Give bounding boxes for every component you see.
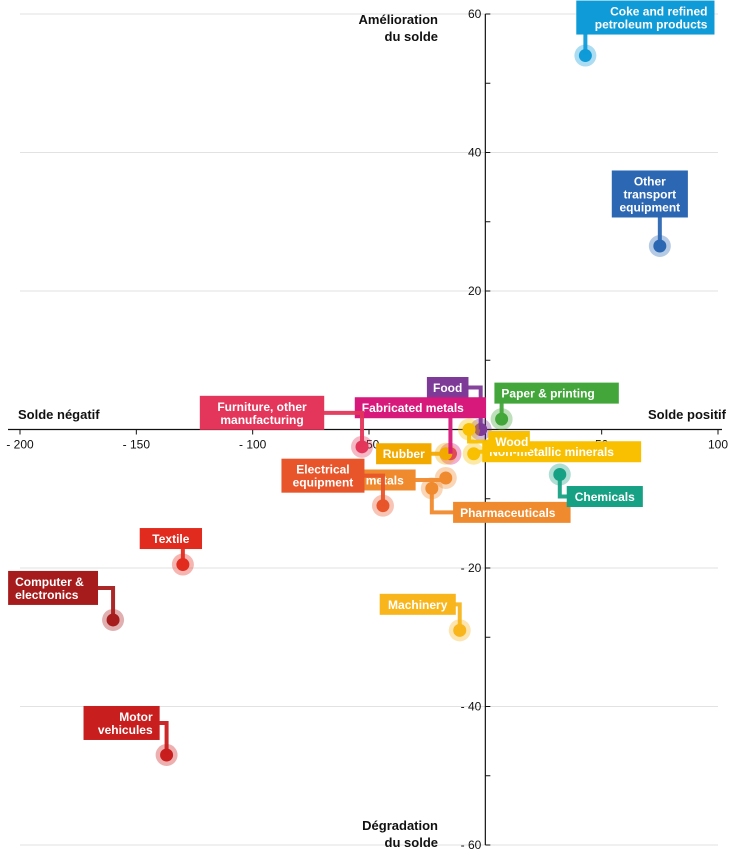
callout-label: equipment bbox=[293, 476, 354, 490]
y-tick-label: 60 bbox=[468, 7, 482, 21]
x-tick-label: - 200 bbox=[6, 438, 34, 452]
callout-box bbox=[8, 570, 99, 605]
right-label: Solde positif bbox=[648, 407, 727, 422]
callout-label: Furniture, other bbox=[217, 400, 307, 414]
x-tick-label: 100 bbox=[708, 438, 728, 452]
left-label: Solde négatif bbox=[18, 407, 100, 422]
callout-label: Electrical bbox=[296, 463, 349, 477]
callout-box bbox=[199, 395, 325, 430]
callout-label: Wood bbox=[495, 435, 528, 449]
callout-label: equipment bbox=[619, 200, 680, 214]
y-tick-label: 20 bbox=[468, 284, 482, 298]
callout-label: Paper & printing bbox=[501, 387, 594, 401]
callout-box bbox=[376, 443, 432, 465]
callout-box bbox=[139, 528, 203, 550]
callout-label: electronics bbox=[15, 588, 79, 602]
x-tick-label: - 100 bbox=[239, 438, 267, 452]
callout-label: Textile bbox=[152, 532, 189, 546]
callout-label: Other bbox=[634, 174, 666, 188]
callout-box bbox=[611, 170, 688, 218]
callout-box bbox=[576, 0, 715, 35]
callout-label: Pharmaceuticals bbox=[460, 506, 556, 520]
callout-box bbox=[566, 486, 643, 508]
callout-label: Fabricated metals bbox=[362, 401, 464, 415]
callout-label: vehicules bbox=[98, 723, 153, 737]
callout-box bbox=[281, 458, 365, 493]
bottom-label-line-2: du solde bbox=[385, 835, 438, 850]
y-tick-label: - 60 bbox=[461, 838, 482, 852]
callout-box bbox=[488, 431, 530, 452]
callout-label: Motor bbox=[119, 710, 153, 724]
top-label-line-2: du solde bbox=[385, 29, 438, 44]
y-tick-label: 40 bbox=[468, 146, 482, 160]
callout-box bbox=[354, 397, 487, 419]
callout-box bbox=[494, 382, 619, 404]
axis-labels: Amélioration du solde Dégradation du sol… bbox=[18, 12, 727, 850]
callout-box bbox=[379, 593, 456, 615]
callout-label: Food bbox=[433, 381, 462, 395]
callout-label: Machinery bbox=[388, 598, 448, 612]
bottom-label-line-1: Dégradation bbox=[362, 818, 438, 833]
callout-label: manufacturing bbox=[220, 413, 303, 427]
callout-box bbox=[426, 377, 469, 398]
callout-box bbox=[453, 501, 571, 523]
callout-label: petroleum products bbox=[595, 18, 708, 32]
top-label-line-1: Amélioration bbox=[359, 12, 439, 27]
callout-label: Coke and refined bbox=[610, 5, 707, 19]
callout-box bbox=[83, 705, 160, 740]
callout-label: Chemicals bbox=[575, 490, 635, 504]
callout-label: transport bbox=[623, 187, 676, 201]
callout-label: Computer & bbox=[15, 575, 84, 589]
x-tick-label: - 150 bbox=[123, 438, 151, 452]
y-tick-label: - 40 bbox=[461, 700, 482, 714]
callout-label: Rubber bbox=[383, 447, 425, 461]
y-tick-label: - 20 bbox=[461, 561, 482, 575]
